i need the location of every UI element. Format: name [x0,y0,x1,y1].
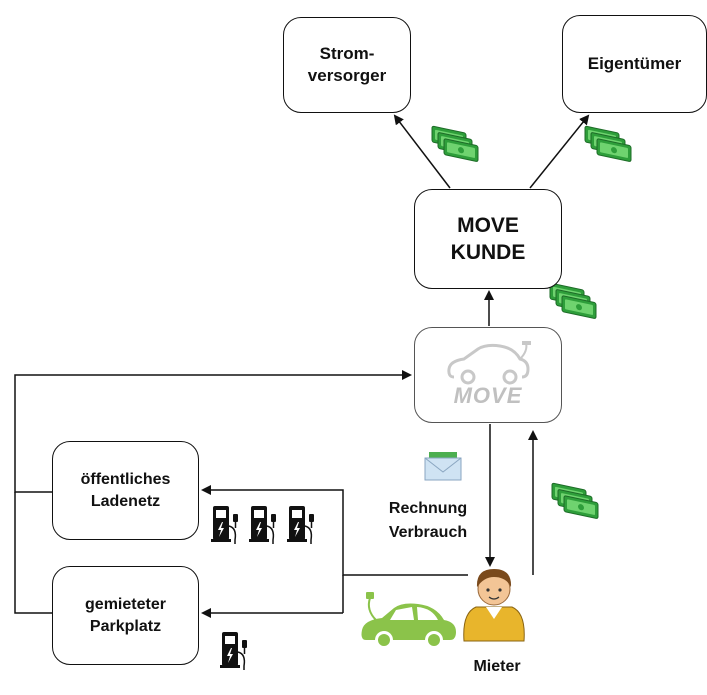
eigentuemer-label: Eigentümer [587,54,682,73]
charging-station-icon [219,631,248,671]
move-kunde-box: MOVE KUNDE [414,189,562,289]
ladenetz-label-line1: öffentliches [80,470,171,488]
rechnung-verbrauch-label: Rechnung Verbrauch [368,497,488,545]
charging-station-icon [286,505,315,545]
stromversorger-label-line2: versorger [307,66,387,85]
person-icon [463,569,525,642]
move-logo-box: MOVE [414,327,562,423]
stromversorger-box: Strom- versorger [283,17,411,113]
electric-car-icon [361,592,456,649]
move-logo-text: MOVE [453,383,523,408]
charging-station-icon [248,505,277,545]
rechnung-label: Rechnung [388,500,468,517]
money-icon [585,126,631,162]
eigentuemer-box: Eigentümer [562,15,707,113]
mieter-label: Mieter [473,658,521,675]
parkplatz-label-line1: gemieteter [85,595,166,613]
parkplatz-label-line2: Parkplatz [89,617,162,635]
money-icon [432,126,478,162]
oeffentliches-ladenetz-box: öffentliches Ladenetz [52,441,199,540]
move-car-logo [447,341,531,385]
move-kunde-label-line2: KUNDE [450,241,526,264]
move-kunde-label-line1: MOVE [457,214,519,237]
verbrauch-label: Verbrauch [388,524,468,541]
ladenetz-label-line2: Ladenetz [90,492,161,510]
money-icon [552,483,598,519]
gemieteter-parkplatz-box: gemieteter Parkplatz [52,566,199,665]
stromversorger-label-line1: Strom- [319,44,375,63]
charging-station-icon [210,505,239,545]
envelope-icon [424,452,462,481]
money-icon [550,283,596,319]
